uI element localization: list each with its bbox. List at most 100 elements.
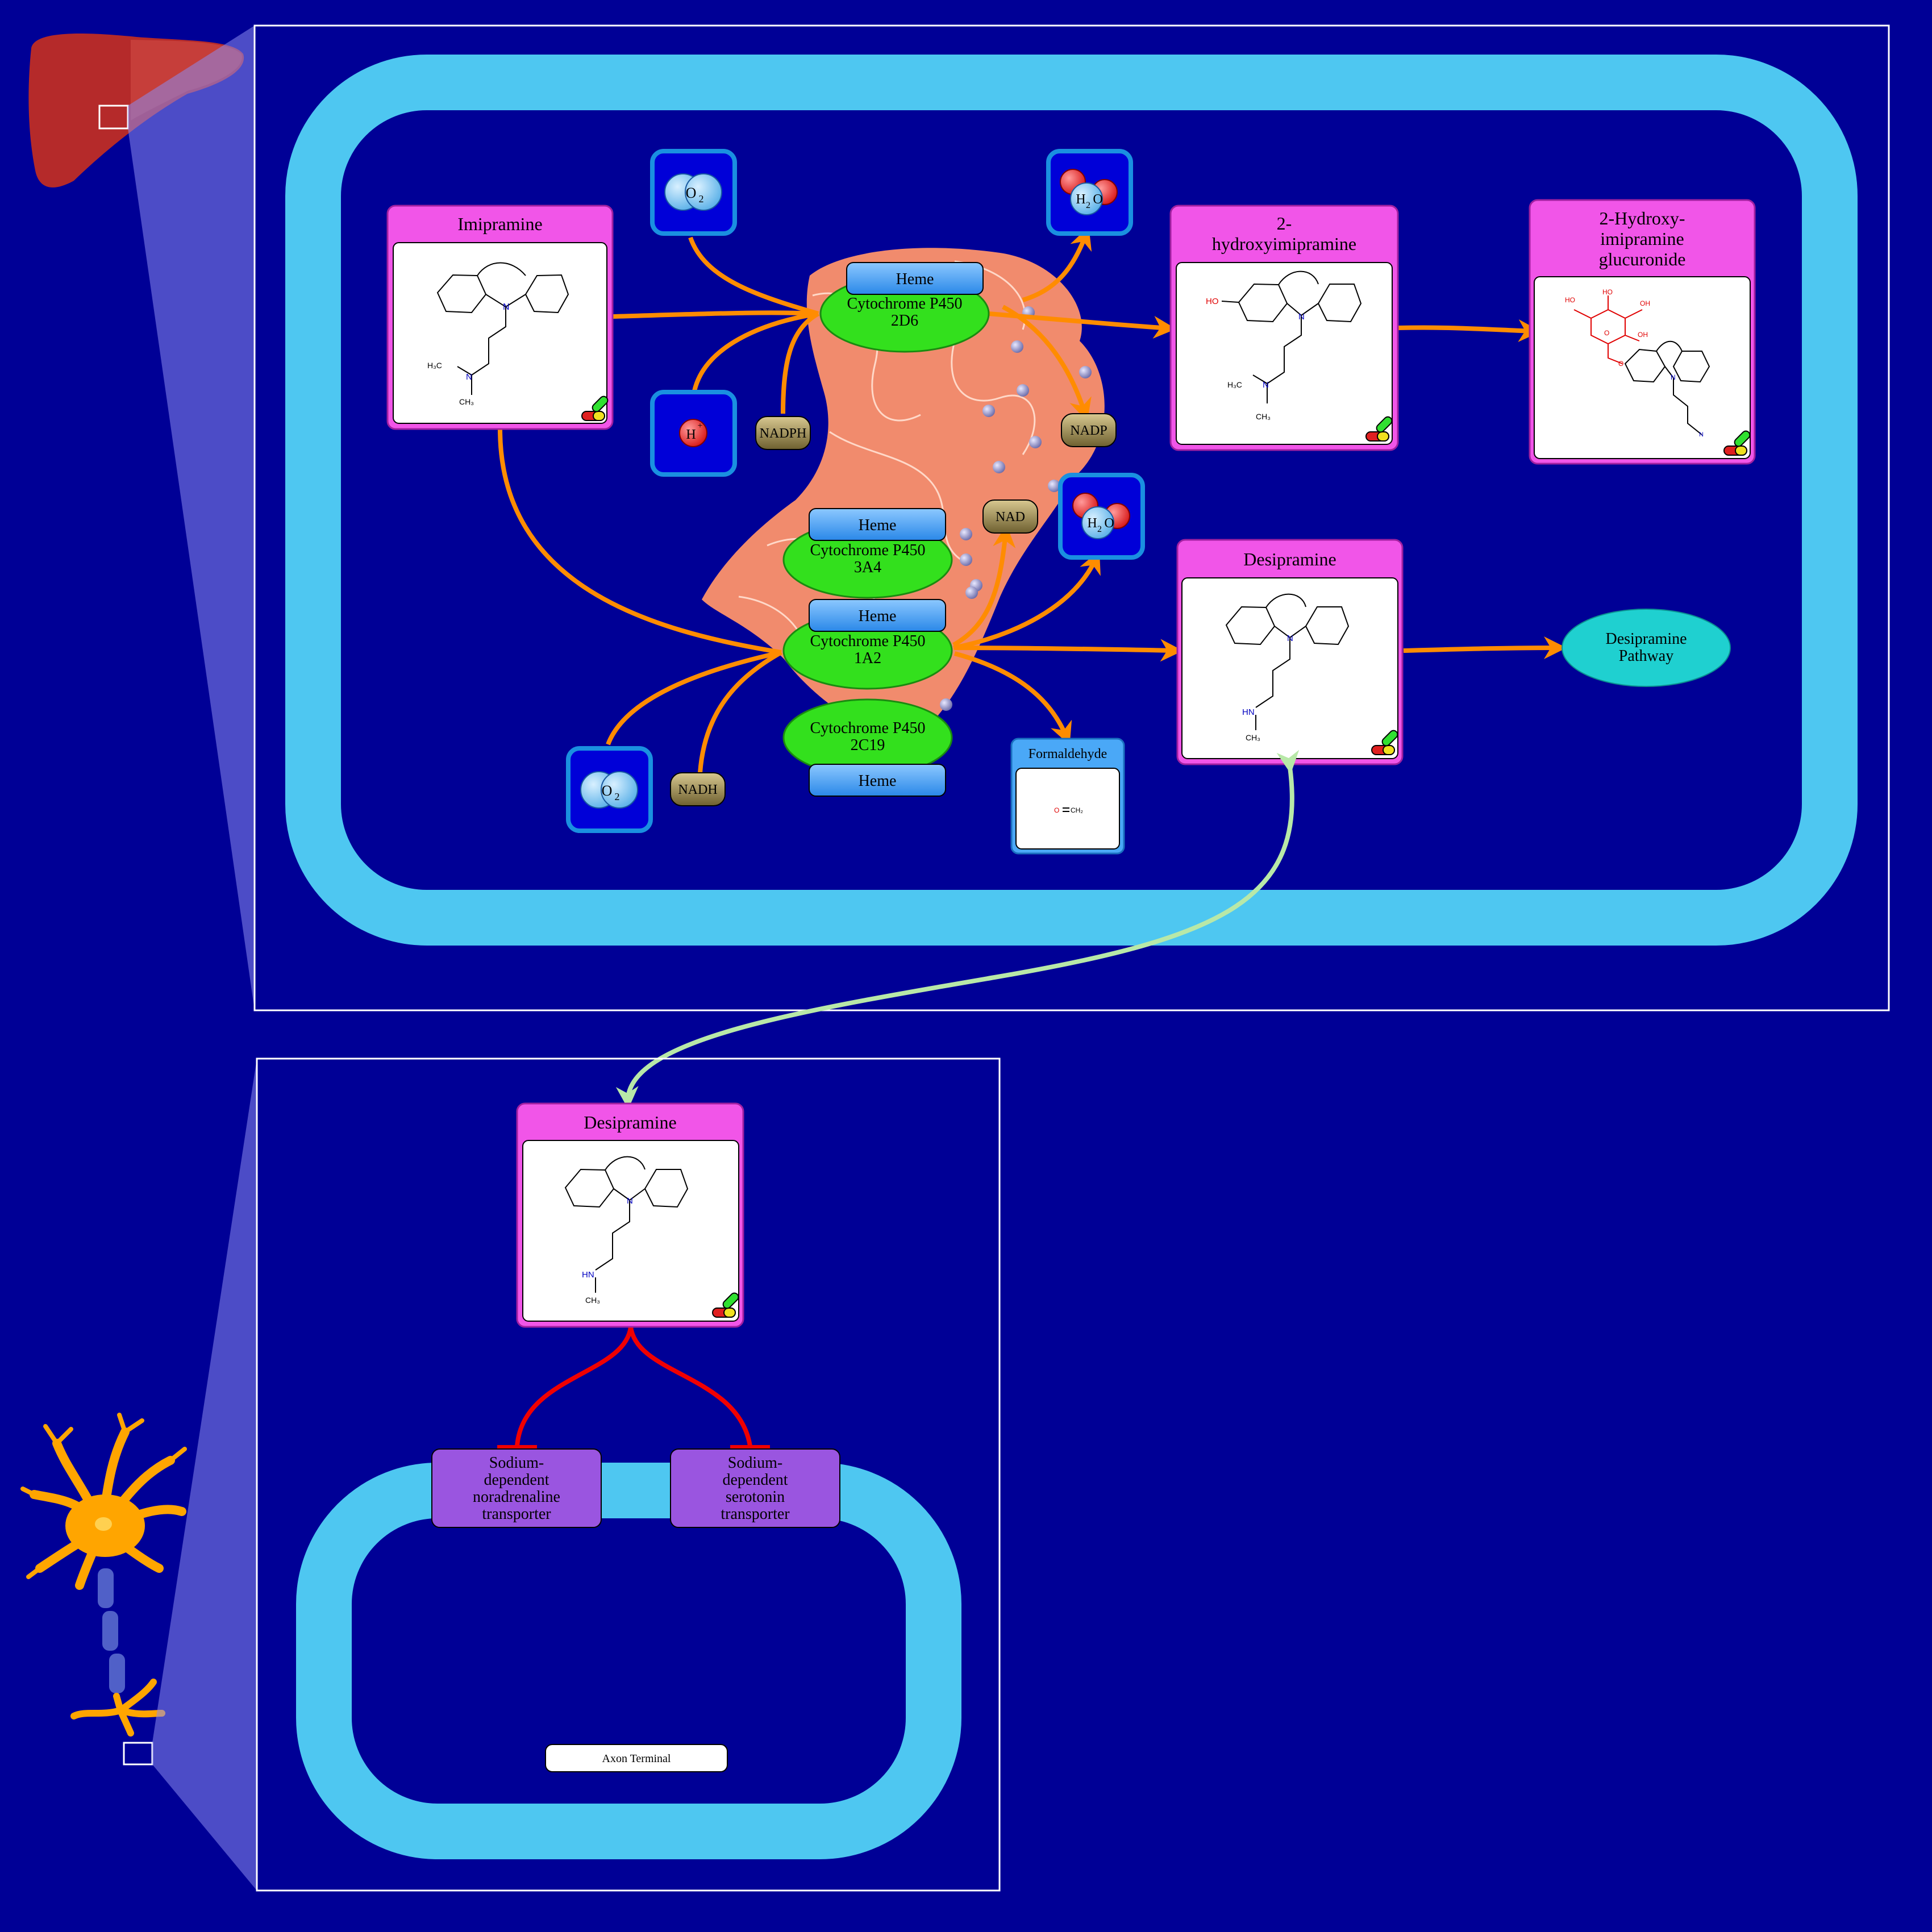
transporter-label: transporter: [721, 1505, 790, 1523]
atom-label: CH₃: [1246, 733, 1260, 742]
glucuronide-card[interactable]: 2-Hydroxy- imipramine glucuronide: [1529, 199, 1756, 465]
water-molecule-top[interactable]: H 2 O: [1046, 149, 1133, 236]
neuron-icon: [20, 1413, 187, 1766]
noradrenaline-transporter[interactable]: Sodium- dependent noradrenaline transpor…: [431, 1448, 602, 1528]
atom-label: O: [1618, 360, 1623, 368]
transporter-label: dependent: [722, 1471, 788, 1489]
compound-label: 2-: [1277, 213, 1292, 234]
formaldehyde-card[interactable]: Formaldehyde: [1010, 738, 1125, 855]
enzyme-label: Cytochrome P450: [810, 542, 926, 559]
molecule-label: 2: [1086, 201, 1090, 210]
axon-terminal-membrane: [296, 1463, 961, 1859]
drug-pill-icon: [1723, 430, 1751, 456]
atom-label: OH: [1638, 331, 1648, 339]
oxygen-molecule-bottom[interactable]: O 2: [566, 746, 653, 833]
molecule-label: H: [686, 427, 696, 442]
compound-label: Desipramine: [1243, 549, 1336, 569]
liver-zoom-projection: [128, 26, 255, 1010]
enzyme-label: 1A2: [854, 649, 881, 667]
hydroxyimipramine-card[interactable]: 2- hydroxyimipramine: [1169, 205, 1399, 451]
atom-label: N: [466, 372, 472, 382]
enzyme-label: 3A4: [854, 559, 881, 576]
inhibition-lines: [497, 1326, 770, 1451]
cofactor-nadh[interactable]: NADH: [670, 772, 726, 806]
desipramine-pathway-link[interactable]: Desipramine Pathway: [1562, 609, 1731, 687]
neuron-zoom-projection: [152, 1059, 257, 1891]
transporter-label: Sodium-: [489, 1454, 544, 1472]
compound-label: Desipramine: [584, 1112, 677, 1132]
atom-label: N: [627, 1196, 633, 1206]
enzyme-label: Cytochrome P450: [810, 632, 926, 650]
heme-cyp1a2[interactable]: Heme: [809, 599, 946, 632]
atom-label: HO: [1206, 297, 1219, 306]
serotonin-transporter[interactable]: Sodium- dependent serotonin transporter: [670, 1448, 840, 1528]
water-molecule-mid[interactable]: H 2 O: [1058, 473, 1145, 560]
cofactor-nadph[interactable]: NADPH: [755, 416, 811, 450]
cofactor-nad[interactable]: NAD: [982, 499, 1038, 534]
atom-label: HN: [582, 1270, 594, 1280]
axon-terminal-label: Axon Terminal: [602, 1752, 671, 1765]
imipramine-structure: [436, 262, 569, 395]
glucuronide-structure: [1573, 295, 1710, 435]
transporter-label: Sodium-: [728, 1454, 782, 1472]
cofactor-nadp[interactable]: NADP: [1061, 413, 1117, 447]
heme-cyp2c19[interactable]: Heme: [809, 764, 946, 797]
desipramine-structure: [1225, 593, 1350, 730]
atom-label: N: [1287, 634, 1293, 643]
transporter-label: noradrenaline: [473, 1488, 560, 1506]
cofactor-label: NAD: [996, 510, 1025, 524]
reaction-arrows: [498, 226, 1567, 773]
heme-label: Heme: [896, 270, 934, 288]
atom-label: H₃C: [1227, 380, 1242, 389]
molecule-label: O: [1104, 516, 1114, 531]
molecule-label: 2: [615, 791, 620, 802]
molecule-label: H: [1087, 516, 1097, 531]
drug-pill-icon: [581, 395, 609, 421]
drug-pill-icon: [712, 1292, 739, 1318]
heme-label: Heme: [859, 517, 897, 534]
transporter-label: serotonin: [726, 1488, 785, 1506]
desipramine-neuron-structure: [564, 1156, 689, 1293]
cofactor-label: NADPH: [760, 426, 807, 441]
atom-label: HO: [1602, 288, 1613, 296]
drug-pill-icon: [1365, 416, 1393, 442]
compound-label: imipramine: [1600, 228, 1684, 249]
atom-label: HO: [1565, 296, 1575, 304]
heme-label: Heme: [859, 772, 897, 790]
pathway-label: Pathway: [1619, 647, 1673, 665]
atom-label: N: [1699, 431, 1704, 438]
compound-label: Formaldehyde: [1029, 747, 1107, 761]
drug-pill-icon: [1371, 730, 1398, 755]
transporter-label: transporter: [482, 1505, 551, 1523]
atom-label: OH: [1640, 299, 1650, 307]
heme-label: Heme: [859, 607, 897, 625]
proton-molecule[interactable]: H +: [650, 390, 737, 477]
atom-label: H₃C: [427, 361, 442, 370]
molecule-label: +: [697, 421, 702, 431]
pathway-label: Desipramine: [1605, 630, 1687, 648]
molecule-label: O: [1093, 192, 1102, 207]
compound-label: glucuronide: [1599, 249, 1686, 269]
atom-label: CH₃: [1256, 412, 1271, 421]
atom-label: N: [1671, 373, 1676, 381]
atom-label: CH₃: [459, 397, 474, 406]
enzyme-label: 2C19: [851, 736, 885, 754]
transporter-label: dependent: [484, 1471, 549, 1489]
atom-label: O: [1054, 806, 1059, 814]
atom-label: N: [1298, 312, 1305, 322]
enzyme-label: Cytochrome P450: [847, 295, 963, 313]
atom-label: HN: [1242, 707, 1255, 717]
imipramine-card[interactable]: Imipramine: [386, 205, 614, 430]
heme-cyp2d6[interactable]: Heme: [846, 262, 984, 295]
enzyme-label: Cytochrome P450: [810, 719, 926, 737]
compound-label: hydroxyimipramine: [1212, 234, 1356, 254]
atom-label: CH₃: [585, 1296, 600, 1305]
heme-cyp3a4[interactable]: Heme: [809, 508, 946, 541]
oxygen-molecule-top[interactable]: O 2: [650, 149, 737, 236]
compound-label: Imipramine: [457, 214, 542, 234]
molecule-label: H: [1076, 192, 1085, 207]
atom-label: O: [1604, 329, 1609, 337]
molecule-label: 2: [699, 193, 704, 205]
hydroxyimipramine-structure: [1221, 270, 1362, 403]
